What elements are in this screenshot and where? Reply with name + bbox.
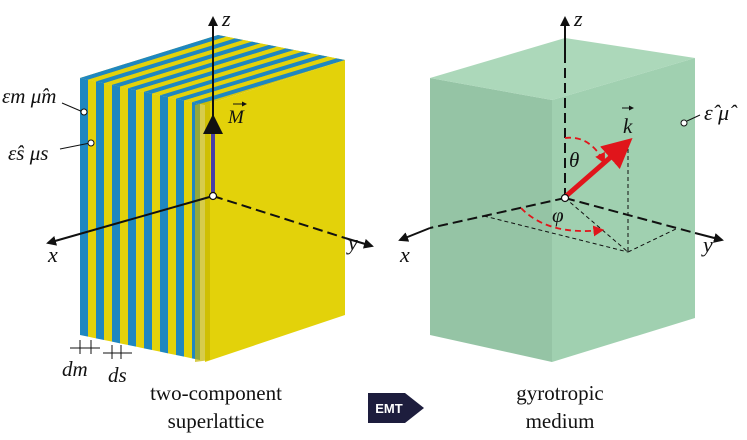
semiconductor-layer-front	[152, 93, 160, 352]
theta-label: θ	[569, 148, 579, 172]
right-x-label: x	[399, 242, 410, 267]
magnetic-layer-top	[144, 48, 295, 94]
magnetic-layer-top	[128, 45, 278, 91]
magnetic-layer-front	[128, 88, 136, 347]
superlattice-side-face	[205, 60, 345, 362]
magnetic-layer-front	[144, 91, 152, 350]
magnetic-layer-front	[112, 84, 120, 344]
left-origin	[208, 191, 218, 201]
left-y-axis-hidden	[212, 195, 346, 239]
magnetic-layer-top	[112, 41, 261, 87]
magnetic-layer-top	[160, 51, 312, 98]
tensor-label: ε̂ μ̂	[704, 100, 738, 125]
semiconductor-layer-front	[184, 100, 192, 359]
magnetic-layer-top	[192, 58, 345, 104]
left-y-label: y	[346, 230, 358, 255]
semiconductor-layer-top	[104, 40, 252, 85]
emt-label: EMT	[375, 401, 403, 416]
thickness-markers	[70, 340, 132, 359]
ds-label: ds	[108, 363, 127, 387]
magnetic-layer-label: εm μ̂m	[2, 84, 56, 108]
magnetic-layer-front	[80, 78, 88, 337]
wave-vector-k	[563, 138, 633, 199]
k-label: k	[623, 114, 633, 138]
gyrotropic-top-face	[430, 38, 695, 100]
x-projection-line	[483, 215, 629, 253]
semiconductor-layer-front	[120, 86, 128, 346]
left-x-axis	[46, 195, 214, 246]
phi-label: φ	[552, 203, 564, 227]
left-z-label: z	[221, 6, 231, 31]
magnetic-layer-front	[96, 81, 104, 340]
right-y-axis-hidden	[564, 197, 696, 234]
semiconductor-layer-front	[136, 90, 144, 349]
left-caption-line1: two-component	[150, 381, 282, 405]
semiconductor-layer-front	[88, 79, 96, 339]
semiconductor-layer-label: ε̂s μs	[8, 141, 48, 165]
magnetic-layer-top	[96, 38, 244, 84]
semiconductor-layer-top	[184, 56, 337, 103]
left-axes	[46, 16, 374, 249]
magnetic-layer-front	[176, 98, 184, 357]
semiconductor-layer-top	[120, 43, 269, 89]
material-pointers	[59, 102, 95, 150]
magnetic-layer-front	[160, 95, 168, 354]
right-origin	[560, 193, 570, 203]
right-x-axis-hidden	[429, 197, 566, 229]
left-caption-line2: superlattice	[168, 409, 265, 433]
gyrotropic-front-face	[430, 78, 552, 362]
right-x-axis	[398, 227, 431, 242]
gyrotropic-side-face	[552, 58, 695, 362]
semiconductor-layer-front	[168, 97, 176, 356]
superlattice-block	[80, 35, 345, 362]
right-y-axis	[694, 232, 724, 243]
right-y-label: y	[701, 232, 713, 257]
semiconductor-layer-top	[152, 50, 303, 96]
tensor-pointer	[686, 114, 701, 122]
right-z-label: z	[573, 6, 583, 31]
superlattice-top-stripes	[80, 35, 345, 104]
magnetic-layer-top	[176, 55, 329, 101]
semiconductor-layer-top	[136, 46, 286, 92]
semiconductor-layer-top	[168, 53, 320, 99]
semiconductor-layer-top	[88, 36, 235, 82]
m-label: M	[227, 107, 245, 128]
right-caption-line2: medium	[526, 409, 595, 433]
emt-arrow: EMT	[368, 393, 424, 423]
right-caption-line1: gyrotropic	[516, 381, 603, 405]
gyrotropic-block	[430, 38, 695, 362]
semiconductor-layer-front	[104, 83, 112, 342]
y-projection-line	[627, 227, 679, 253]
right-axes	[398, 16, 724, 253]
tensor-pointer-dot	[680, 119, 688, 127]
left-y-axis	[344, 237, 374, 249]
dm-label: dm	[62, 357, 88, 381]
magnetic-layer-top	[80, 35, 227, 80]
left-x-label: x	[47, 242, 58, 267]
superlattice-front-stripes	[80, 78, 200, 361]
